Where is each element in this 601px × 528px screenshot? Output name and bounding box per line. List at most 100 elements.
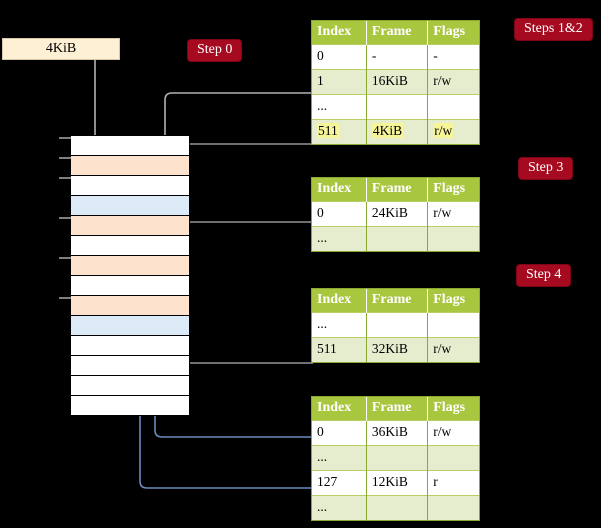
table-row: ... [312, 311, 479, 337]
column-header-index: Index [312, 178, 367, 201]
memory-tick-mark [59, 217, 71, 219]
cell-flags: r/w [427, 68, 479, 94]
cell-index: 1 [312, 68, 367, 94]
cell-index: 511 [312, 118, 367, 144]
cell-index: 0 [312, 43, 367, 69]
memory-row [71, 316, 189, 336]
cell-index: ... [312, 494, 367, 520]
physical-memory-column [59, 135, 190, 416]
memory-row [71, 176, 189, 196]
column-header-index: Index [312, 289, 367, 312]
cell-frame: 24KiB [366, 200, 429, 226]
table-row: ... [312, 494, 479, 520]
table-row: 511 4KiB r/w [312, 118, 479, 144]
cell-flags: r/w [427, 118, 479, 144]
table-row: ... [312, 444, 479, 470]
table-header-row: Index Frame Flags [312, 289, 479, 312]
memory-row [71, 136, 189, 156]
column-header-frame: Frame [366, 397, 429, 420]
cell-highlight: 4KiB [371, 123, 404, 139]
column-header-index: Index [312, 397, 367, 420]
cell-frame: - [366, 43, 429, 69]
table-row: ... [312, 93, 479, 119]
source-box-4kib: 4KiB [2, 38, 120, 60]
wire-steps12-table-to-memory [164, 92, 311, 149]
column-header-index: Index [312, 21, 367, 44]
table-row: 0-- [312, 43, 479, 69]
cell-flags [427, 225, 479, 251]
badge-step-3: Step 3 [519, 158, 573, 180]
wire-level1-row127-to-memory [133, 211, 313, 489]
column-header-flags: Flags [427, 289, 479, 312]
memory-tick-mark [59, 297, 71, 299]
cell-highlight: 511 [317, 123, 339, 139]
wire-step3-memory-to-table [190, 221, 313, 223]
cell-frame [366, 225, 429, 251]
cell-index: ... [312, 311, 367, 337]
memory-row [71, 216, 189, 236]
cell-frame: 16KiB [366, 68, 429, 94]
memory-row [71, 356, 189, 376]
wire-steps12-memory-to-table [174, 143, 313, 209]
table-header-row: Index Frame Flags [312, 397, 479, 420]
badge-steps-1-2: Steps 1&2 [515, 19, 592, 41]
memory-tick-mark [59, 257, 71, 259]
cell-frame: 12KiB [366, 469, 429, 495]
badge-step-0: Step 0 [188, 40, 242, 62]
cell-frame: 36KiB [366, 419, 429, 445]
cell-frame [366, 93, 429, 119]
cell-flags [427, 494, 479, 520]
memory-row [71, 196, 189, 216]
column-header-flags: Flags [427, 21, 479, 44]
table-header-row: Index Frame Flags [312, 178, 479, 201]
source-box-label: 4KiB [45, 41, 77, 56]
column-header-flags: Flags [427, 178, 479, 201]
memory-row [71, 256, 189, 276]
column-header-flags: Flags [427, 397, 479, 420]
table-header-row: Index Frame Flags [312, 21, 479, 44]
cell-flags [427, 444, 479, 470]
cell-flags: r/w [427, 419, 479, 445]
cell-frame [366, 311, 429, 337]
cell-index: ... [312, 225, 367, 251]
memory-tick-mark [59, 177, 71, 179]
memory-row [71, 376, 189, 396]
cell-frame: 4KiB [366, 118, 429, 144]
column-header-frame: Frame [366, 289, 429, 312]
wire-step4-memory-to-table [166, 331, 313, 364]
cell-frame [366, 444, 429, 470]
wire-level1-row0-to-memory [148, 331, 313, 438]
cell-index: 511 [312, 336, 367, 362]
cell-frame: 32KiB [366, 336, 429, 362]
cell-flags: r/w [427, 200, 479, 226]
memory-row [71, 296, 189, 316]
cell-frame [366, 494, 429, 520]
memory-tick-mark [59, 137, 71, 139]
cell-index: 0 [312, 419, 367, 445]
cell-index: ... [312, 93, 367, 119]
cell-index: ... [312, 444, 367, 470]
column-header-frame: Frame [366, 21, 429, 44]
table-row: ... [312, 225, 479, 251]
cell-flags [427, 93, 479, 119]
badge-step-4: Step 4 [517, 265, 571, 287]
memory-tick-mark [59, 157, 71, 159]
column-header-frame: Frame [366, 178, 429, 201]
cell-index: 127 [312, 469, 367, 495]
memory-row [71, 336, 189, 356]
memory-row [71, 276, 189, 296]
